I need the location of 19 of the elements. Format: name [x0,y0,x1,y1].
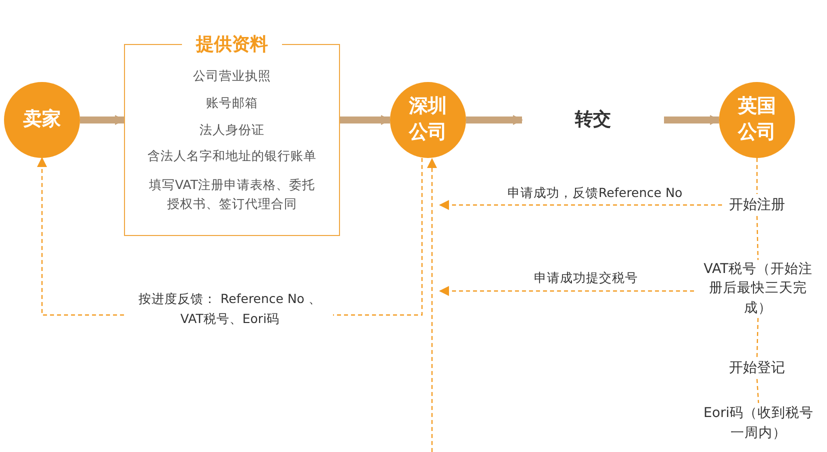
list-item: 公司营业执照 [193,67,271,85]
arrow [664,115,720,125]
circle-node: 卖家 [4,82,80,158]
circle-node: 英国公司 [719,82,795,158]
arrow [80,115,125,125]
list-item: 法人身份证 [200,120,264,138]
circle-node: 深圳公司 [390,82,466,158]
list-item: 账号邮箱 [206,94,258,112]
list-item: 含法人名字和地址的银行账单 [148,147,316,166]
dashed-connector [756,378,760,404]
arrow [466,115,523,125]
dashed-connector [756,158,758,194]
arrow [340,115,391,125]
list-item: 填写VAT注册申请表格、委托授权书、签订代理合同 [148,176,316,213]
dashed-connector [439,286,694,296]
dashed-connector [756,216,759,260]
dashed-connector [756,318,759,358]
dashed-connector [427,158,437,452]
dashed-connector [439,200,722,210]
